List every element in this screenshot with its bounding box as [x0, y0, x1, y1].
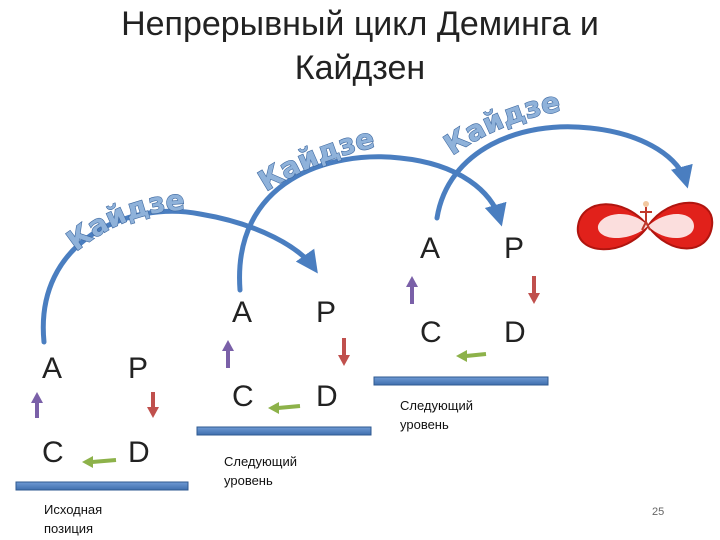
cycle-letter-d: D — [128, 436, 150, 469]
kaizen-arc-2 — [237, 154, 507, 293]
arrow-down-p-to-d — [528, 276, 540, 304]
cycle-letter-c: C — [42, 436, 64, 469]
cycle-letter-c: C — [420, 316, 442, 349]
cycle-letter-d: D — [316, 380, 338, 413]
arrow-left-d-to-c — [456, 350, 487, 362]
cycle-letter-a: A — [232, 296, 252, 329]
platform-start — [15, 481, 189, 491]
arrow-up-c-to-a — [222, 340, 234, 368]
kaizen-arc-3 — [434, 124, 693, 221]
infinity-logo-icon — [576, 201, 714, 251]
cycle-letter-a: A — [42, 352, 62, 385]
cycle-letter-c: C — [232, 380, 254, 413]
cycle-letter-a: A — [420, 232, 440, 265]
page-number: 25 — [652, 506, 665, 518]
kaizen-arc-1 — [40, 208, 318, 345]
kaizen-label-1: Кайдзен — [0, 0, 186, 257]
arrow-down-p-to-d — [338, 338, 350, 366]
caption-next-level: Следующий уровень — [400, 398, 473, 432]
caption-start-position: Исходная позиция — [44, 502, 103, 536]
cycle-letter-p: P — [128, 352, 148, 385]
platform-level-3 — [373, 376, 549, 386]
arrow-down-p-to-d — [147, 392, 159, 418]
arrow-left-d-to-c — [82, 456, 117, 468]
cycle-letter-d: D — [504, 316, 526, 349]
pdca-cycle-start: A P C D — [15, 352, 189, 491]
arrow-up-c-to-a — [406, 276, 418, 304]
caption-next-level: Следующий уровень — [224, 454, 297, 488]
platform-level-2 — [196, 426, 372, 436]
arrow-up-c-to-a — [31, 392, 43, 418]
cycle-letter-p: P — [316, 296, 336, 329]
pdca-cycle-level-3: A P C D — [373, 232, 549, 386]
kaizen-label-3: Кайдзен — [0, 0, 563, 162]
cycle-letter-p: P — [504, 232, 524, 265]
kaizen-label-2: Кайдзен — [0, 0, 377, 198]
arrow-left-d-to-c — [268, 402, 301, 414]
pdca-cycle-level-2: A P C D — [196, 296, 372, 436]
slide-title: Непрерывный цикл Деминга и Кайдзен — [121, 5, 599, 87]
